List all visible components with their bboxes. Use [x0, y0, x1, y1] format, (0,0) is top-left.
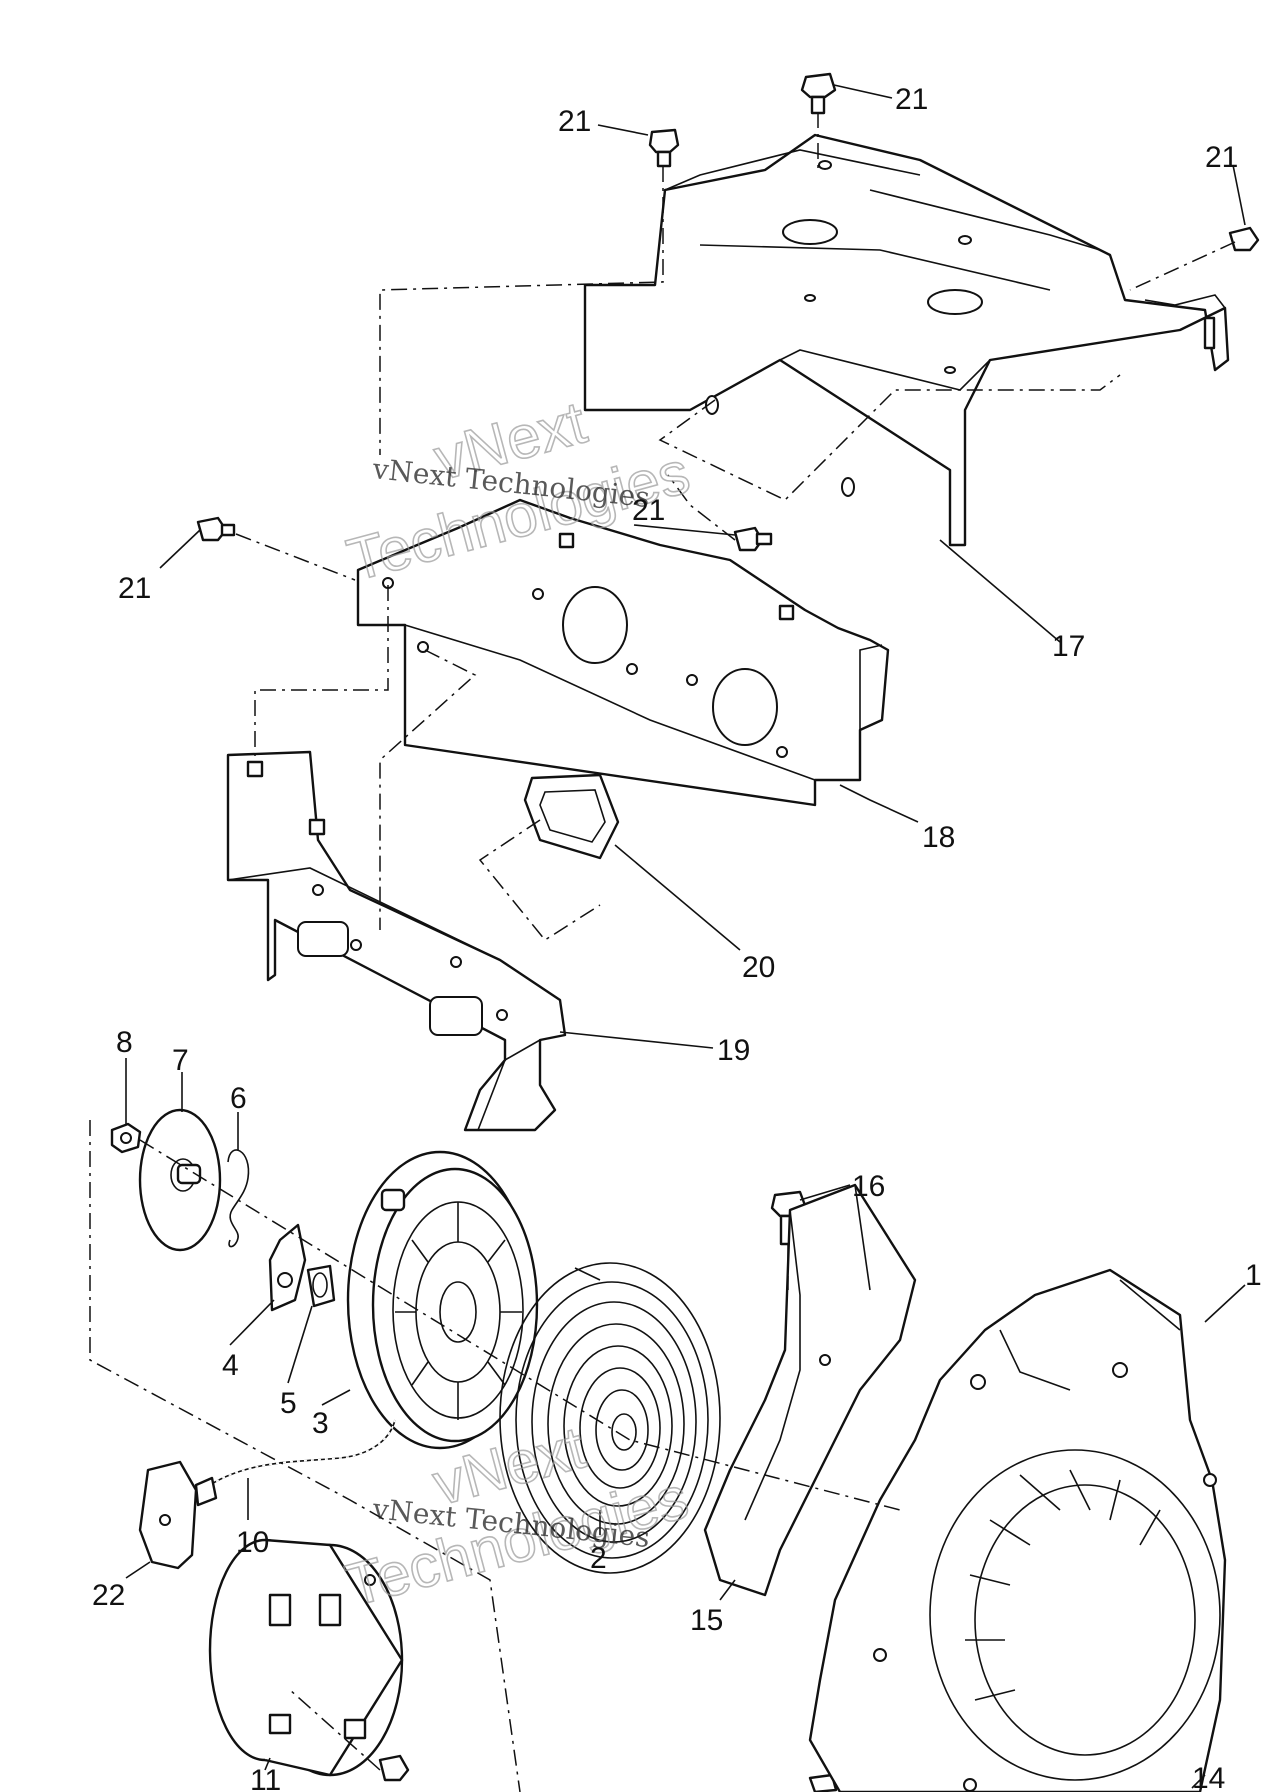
callout-16: 16: [852, 1170, 885, 1203]
callout-3: 3: [312, 1407, 329, 1440]
callout-1: 1: [1245, 1259, 1262, 1292]
callout-21-middle: 21: [632, 494, 665, 527]
callout-4: 4: [222, 1349, 239, 1382]
callout-7: 7: [172, 1044, 189, 1077]
callout-17: 17: [1052, 630, 1085, 663]
bolt-lower-right: [808, 1773, 838, 1792]
top-shroud-part-17: [583, 133, 1230, 547]
callout-leaders: [125, 84, 1246, 1789]
baffle-plate-part-18: [356, 498, 890, 807]
washer-plate-part-7: [138, 1108, 222, 1252]
callout-11: 11: [250, 1764, 281, 1792]
starter-handle-part-22: [138, 1460, 218, 1570]
callout-14: 14: [1192, 1762, 1225, 1792]
pawl-part-4: [268, 1223, 307, 1312]
callout-21-top-left: 21: [558, 105, 591, 138]
callout-labels: 21 21 21 21 21 17 18 20 19 8 7 6 16 1 4 …: [92, 83, 1262, 1792]
starter-cup-part-11: [208, 1538, 404, 1777]
callout-5: 5: [280, 1387, 297, 1420]
callout-10: 10: [236, 1526, 269, 1559]
bolt-21-right: [1228, 226, 1260, 252]
gasket-part-20: [523, 773, 620, 860]
bolt-lower-left: [378, 1754, 410, 1782]
bolt-21-left: [196, 516, 236, 542]
callout-22: 22: [92, 1579, 125, 1612]
bolt-21-top-center: [800, 72, 837, 115]
callout-18: 18: [922, 821, 955, 854]
callout-21-top-center: 21: [895, 83, 928, 116]
blower-housing-part-1: [808, 1268, 1227, 1792]
nut-part-8: [110, 1122, 142, 1154]
callout-19: 19: [717, 1034, 750, 1067]
starter-rope-part-10: [209, 1419, 396, 1486]
starter-pulley-part-3: [346, 1150, 539, 1450]
callout-21-right: 21: [1205, 141, 1238, 174]
manifold-bracket-part-19: [226, 750, 567, 1132]
callout-21-left: 21: [118, 572, 151, 605]
callout-20: 20: [742, 951, 775, 984]
recoil-spring-part-2: [499, 1262, 721, 1574]
bolt-21-top-left: [648, 128, 680, 168]
callout-15: 15: [690, 1604, 723, 1637]
spring-clip-part-6: [227, 1149, 250, 1248]
pawl-spring-part-5: [306, 1264, 336, 1308]
callout-8: 8: [116, 1026, 133, 1059]
support-bracket-part-15: [703, 1183, 917, 1597]
callout-2: 2: [590, 1542, 607, 1575]
bolt-21-middle: [733, 526, 773, 552]
assembly-lines: [89, 112, 1236, 1792]
callout-6: 6: [230, 1082, 247, 1115]
